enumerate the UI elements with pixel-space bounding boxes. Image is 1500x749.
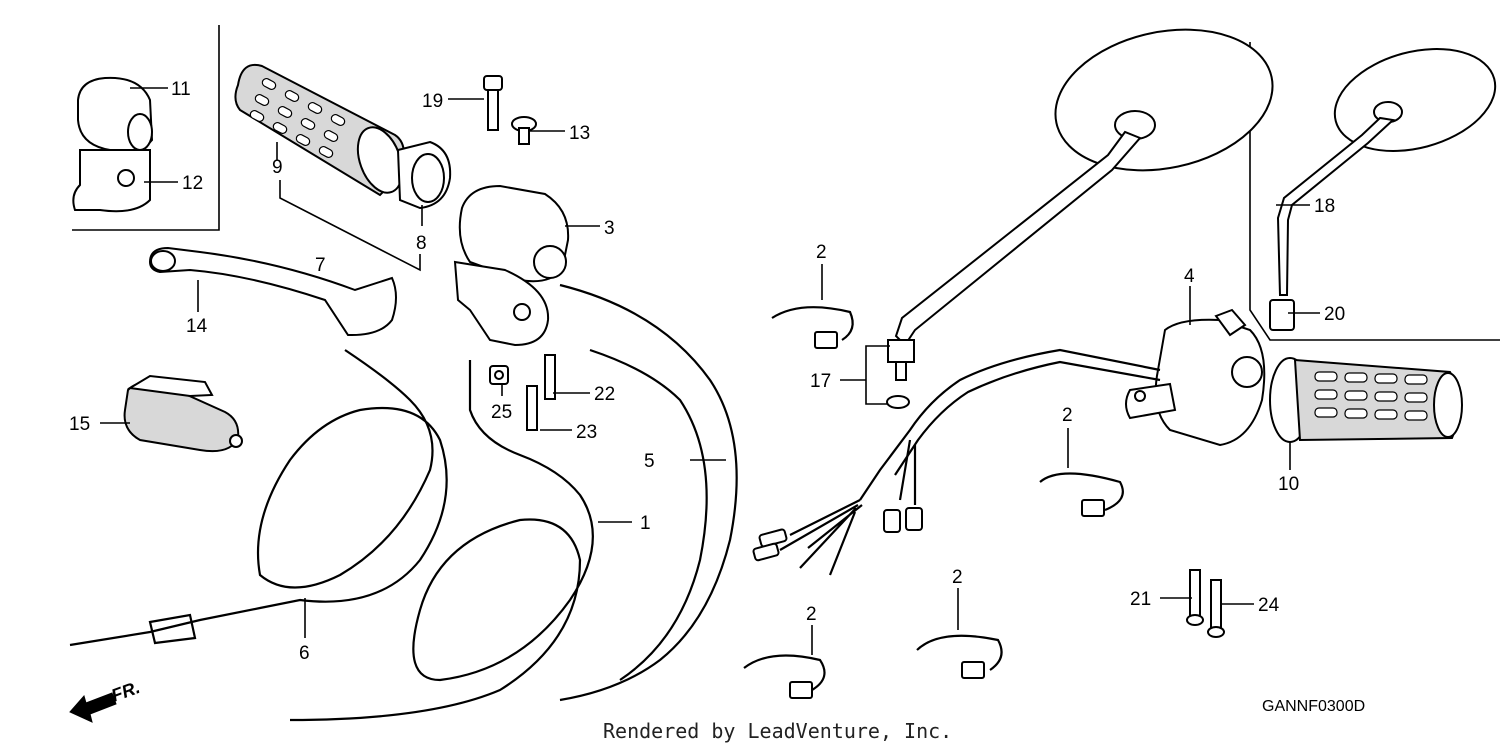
band-2d bbox=[916, 634, 1003, 679]
screw-22 bbox=[544, 354, 556, 400]
callout-12: 12 bbox=[182, 173, 203, 194]
callout-19: 19 bbox=[422, 91, 443, 112]
callout-22: 22 bbox=[594, 384, 615, 405]
switch-4 bbox=[1125, 308, 1266, 447]
screw-13 bbox=[511, 116, 537, 145]
wire-5 bbox=[559, 283, 738, 702]
callout-11: 11 bbox=[171, 79, 191, 100]
callout-24: 24 bbox=[1258, 595, 1280, 616]
cable-6 bbox=[69, 349, 448, 647]
callout-21: 21 bbox=[1130, 589, 1151, 610]
callout-18: 18 bbox=[1314, 196, 1335, 217]
screw-21 bbox=[1186, 569, 1204, 626]
callout-5: 5 bbox=[644, 451, 655, 472]
callout-10: 10 bbox=[1278, 474, 1299, 495]
drawing-code: GANNF0300D bbox=[1262, 698, 1365, 715]
callout-15: 15 bbox=[69, 414, 90, 435]
grip-9 bbox=[234, 63, 405, 197]
leader-lines bbox=[100, 87, 1320, 655]
callout-9: 9 bbox=[272, 157, 283, 178]
switch-3 bbox=[453, 184, 570, 347]
bracket-7 bbox=[279, 180, 421, 272]
callouts: 11 12 9 8 7 19 13 3 14 15 22 25 23 1 5 6… bbox=[69, 79, 1345, 664]
cable-1 bbox=[289, 360, 594, 722]
band-2c bbox=[743, 654, 826, 699]
callout-14: 14 bbox=[186, 316, 208, 337]
wire-harness bbox=[752, 348, 1161, 576]
callout-4: 4 bbox=[1184, 266, 1195, 287]
band-2a bbox=[771, 306, 854, 349]
screw-23 bbox=[526, 385, 538, 431]
callout-17: 17 bbox=[810, 371, 831, 392]
callout-2a: 2 bbox=[816, 242, 827, 263]
front-indicator-label: FR. bbox=[109, 677, 143, 706]
callout-25: 25 bbox=[491, 402, 512, 423]
bolt-19 bbox=[483, 75, 503, 131]
grip-10 bbox=[1269, 357, 1463, 443]
credit-footer: Rendered by LeadVenture, Inc. bbox=[603, 719, 952, 743]
mirror-right bbox=[1269, 48, 1497, 331]
callout-1: 1 bbox=[640, 513, 651, 534]
mirror-left bbox=[886, 28, 1274, 409]
callout-23: 23 bbox=[576, 422, 597, 443]
choke-lever-15 bbox=[123, 374, 243, 453]
callout-3: 3 bbox=[604, 218, 615, 239]
callout-13: 13 bbox=[569, 123, 590, 144]
screw-24 bbox=[1207, 579, 1225, 638]
callout-20: 20 bbox=[1324, 304, 1345, 325]
callout-8: 8 bbox=[416, 233, 427, 254]
callout-6: 6 bbox=[299, 643, 310, 664]
callout-2d: 2 bbox=[952, 567, 963, 588]
callout-2c: 2 bbox=[806, 604, 817, 625]
nut-25 bbox=[489, 365, 509, 385]
inset-box-right bbox=[1249, 42, 1500, 341]
throttle-pipe-8 bbox=[396, 140, 452, 210]
front-arrow: FR. bbox=[69, 677, 143, 723]
band-2b bbox=[1039, 472, 1124, 517]
inset-box-left bbox=[72, 25, 220, 231]
lever-holder-11-12 bbox=[72, 76, 154, 213]
callout-7: 7 bbox=[315, 255, 326, 276]
callout-2b: 2 bbox=[1062, 405, 1073, 426]
lever-14 bbox=[148, 246, 397, 337]
